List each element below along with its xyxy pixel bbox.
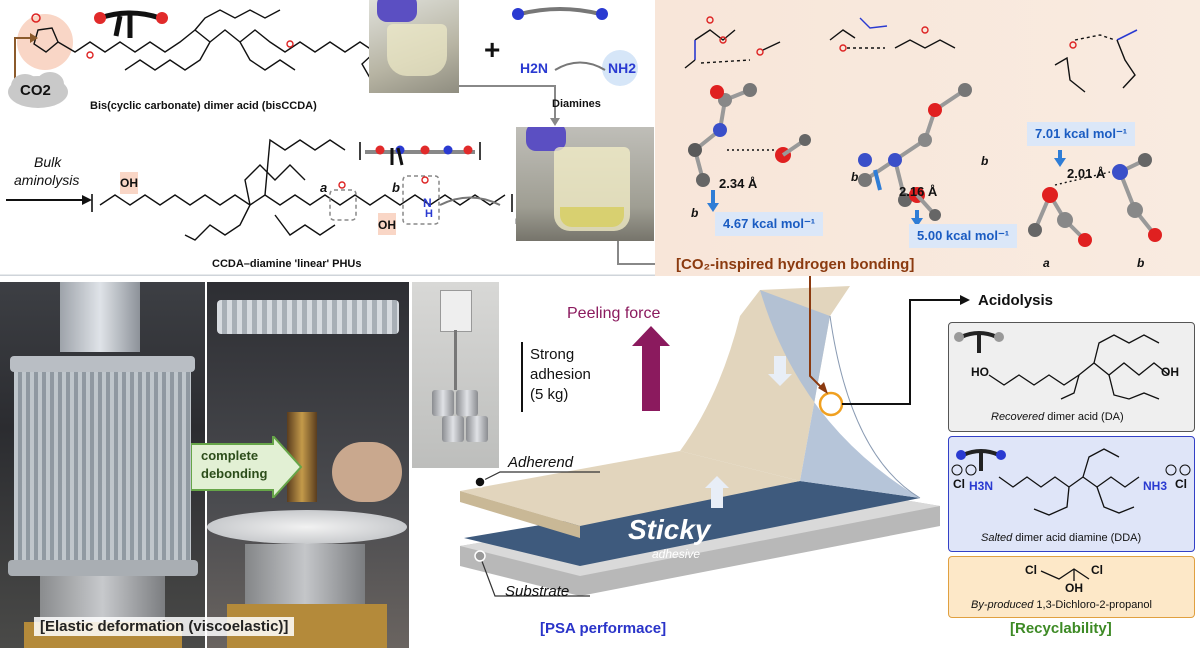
- polymer-caption: CCDA–diamine 'linear' PHUs: [212, 258, 362, 270]
- energy-label-1: 4.67 kcal mol⁻¹: [715, 212, 824, 236]
- nh-label: N: [423, 196, 432, 210]
- substrate-label: Substrate: [505, 583, 570, 600]
- label-b4: b: [1137, 256, 1145, 270]
- biscarbonate-caption: Bis(cyclic carbonate) dimer acid (bisCCD…: [90, 100, 317, 112]
- da-caption-italic: Recovered: [991, 411, 1045, 423]
- debond-label-2: debonding: [201, 466, 268, 481]
- da-caption-rest: dimer acid (DA): [1044, 411, 1124, 423]
- da-oh-label: OH: [1161, 365, 1179, 379]
- sticky-label: Sticky: [628, 514, 711, 545]
- dda-nh3: NH3: [1143, 479, 1168, 493]
- ball-stick-model-1: [688, 83, 811, 212]
- bulk-label-1: Bulk: [34, 154, 62, 170]
- dcp-caption: By-produced 1,3-Dichloro-2-propanol: [971, 599, 1152, 611]
- diamines-label: Diamines: [552, 98, 601, 110]
- chemistry-structures: [0, 7, 655, 276]
- site-a-label: a: [320, 180, 328, 195]
- photo-adhesion: [412, 282, 499, 468]
- label-a: a: [1043, 256, 1050, 270]
- debond-arrow: complete debonding: [191, 436, 303, 498]
- dda-h3n: H3N: [969, 479, 994, 493]
- dda-cl-right: Cl: [1175, 477, 1187, 491]
- dda-cl-left: Cl: [953, 477, 965, 491]
- dda-box: Cl H3N NH3 Cl Salted dimer acid diamine …: [948, 436, 1195, 552]
- dcp-oh: OH: [1065, 581, 1083, 595]
- ball-stick-model-2: [858, 83, 972, 227]
- da-box: HO OH Recovered dimer acid (DA): [948, 322, 1195, 432]
- recycle-caption: [Recyclability]: [1010, 620, 1112, 637]
- da-caption: Recovered dimer acid (DA): [991, 411, 1124, 423]
- psa-illustration: [460, 276, 970, 597]
- label-b1: b: [691, 206, 699, 220]
- dcp-cl-1: Cl: [1025, 563, 1037, 577]
- photo-elastic-1: [0, 282, 205, 648]
- polymer-backbone: [99, 194, 506, 206]
- dist-label-1: 2.34 Å: [719, 176, 758, 191]
- dist-label-3: 2.01 Å: [1067, 166, 1106, 181]
- adhesion-line-3: (5 kg): [530, 386, 569, 403]
- elastic-caption: [Elastic deformation (viscoelastic)]: [34, 617, 295, 636]
- carbonate-highlight: [17, 14, 73, 70]
- dcp-box: Cl Cl OH By-produced 1,3-Dichloro-2-prop…: [948, 556, 1195, 618]
- da-ho-label: HO: [971, 365, 989, 379]
- adhesive-label: adhesive: [652, 547, 701, 561]
- dcp-caption-italic: By-produced: [971, 599, 1034, 611]
- dda-caption: Salted dimer acid diamine (DDA): [981, 532, 1141, 544]
- ball-stick-model-3: [1028, 150, 1162, 247]
- vial-photo-2: [516, 127, 654, 241]
- dda-caption-italic: Salted: [981, 532, 1013, 544]
- hbond-panel: 2.34 Å 4.67 kcal mol⁻¹ 2.16 Å 5.00 kcal …: [655, 0, 1200, 276]
- hbond-title: [CO₂-inspired hydrogen bonding]: [676, 256, 915, 273]
- dist-label-2: 2.16 Å: [899, 184, 938, 199]
- h2n-label: H2N: [520, 60, 549, 76]
- plus-sign: +: [484, 34, 501, 65]
- adherend-label: Adherend: [508, 454, 574, 471]
- energy-label-2: 5.00 kcal mol⁻¹: [909, 224, 1018, 248]
- hbond-structures: [684, 16, 1162, 247]
- label-b2: b: [851, 170, 859, 184]
- peeling-force-label: Peeling force: [567, 305, 661, 322]
- adhesion-line-2: adhesion: [530, 366, 591, 383]
- adhesion-line-1: Strong: [530, 346, 575, 363]
- nh2-label: NH2: [608, 60, 637, 76]
- dcp-cl-2: Cl: [1091, 563, 1103, 577]
- site-b-label: b: [392, 180, 400, 195]
- oh-top-label: OH: [120, 176, 138, 190]
- adhesion-bracket: [521, 342, 523, 412]
- debond-label-1: complete: [201, 448, 259, 463]
- oh-bottom-label: OH: [378, 218, 396, 232]
- chemistry-panel: CO2 Bis(cyclic carbonate) dimer acid (bi…: [0, 0, 655, 276]
- dcp-caption-rest: 1,3-Dichloro-2-propanol: [1033, 599, 1152, 611]
- h-label: H: [425, 208, 433, 220]
- label-b3: b: [981, 154, 989, 168]
- psa-caption: [PSA performace]: [540, 620, 667, 637]
- biscarbonate-chain: [57, 29, 376, 53]
- energy-label-3: 7.01 kcal mol⁻¹: [1027, 122, 1136, 146]
- dda-caption-rest: dimer acid diamine (DDA): [1012, 532, 1142, 544]
- bulk-label-2: aminolysis: [14, 172, 80, 188]
- co2-label: CO2: [20, 82, 51, 99]
- acidolysis-label: Acidolysis: [978, 292, 1054, 309]
- vial-photo-1: [369, 0, 459, 93]
